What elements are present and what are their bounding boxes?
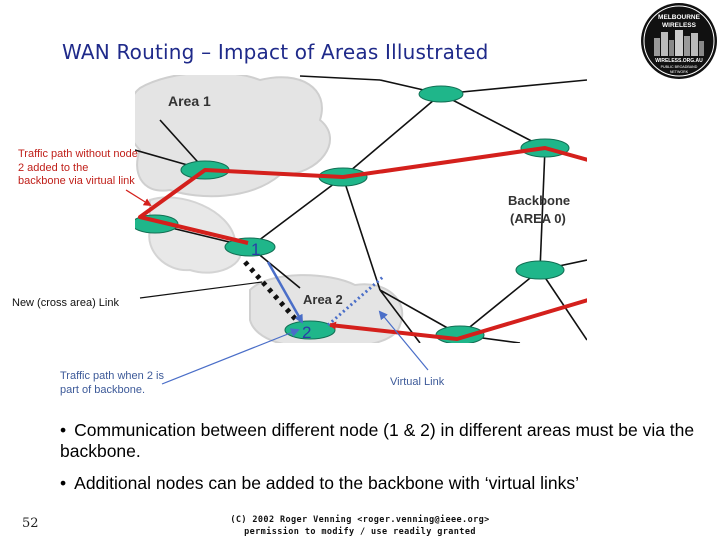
annotation-traffic-without: Traffic path without node 2 added to the… <box>18 148 138 187</box>
backbone-area-label: (AREA 0) <box>510 211 566 226</box>
footer-line-2: permission to modify / use readily grant… <box>244 527 476 537</box>
callout-cross-area-link <box>139 281 263 299</box>
area-1-label: Area 1 <box>168 93 211 109</box>
node-1-label: 1 <box>251 240 260 259</box>
copyright-footer: (C) 2002 Roger Venning <roger.venning@ie… <box>195 514 525 538</box>
svg-text:WIRELESS.ORG.AU: WIRELESS.ORG.AU <box>655 58 703 64</box>
red-traffic-path <box>138 146 587 245</box>
bullet-list: Communication between different node (1 … <box>60 420 700 505</box>
svg-text:MELBOURNE: MELBOURNE <box>658 14 701 21</box>
backbone-label: Backbone <box>508 193 570 208</box>
svg-text:WIRELESS: WIRELESS <box>662 22 697 29</box>
annotation-cross-area-link: New (cross area) Link <box>12 297 119 309</box>
cross-area-link <box>243 260 300 324</box>
melbourne-wireless-logo: MELBOURNE WIRELESS WIRELESS.ORG.AU PUBLI… <box>641 3 717 79</box>
bullet-item: Communication between different node (1 … <box>60 420 700 462</box>
callout-traffic-when <box>161 328 300 385</box>
node-2-label: 2 <box>302 323 311 342</box>
router-node <box>515 260 565 280</box>
page-number: 52 <box>22 516 39 531</box>
red-traffic-path-return <box>328 298 587 341</box>
area-2-label: Area 2 <box>303 292 343 307</box>
annotation-virtual-link: Virtual Link <box>390 376 445 388</box>
slide-title: WAN Routing – Impact of Areas Illustrate… <box>62 40 489 64</box>
svg-text:PUBLIC BROADBAND: PUBLIC BROADBAND <box>661 65 698 69</box>
bullet-item: Additional nodes can be added to the bac… <box>60 473 700 494</box>
callout-virtual-link <box>378 310 429 371</box>
annotation-traffic-when: Traffic path when 2 is part of backbone. <box>60 370 164 396</box>
traffic-path-arrow <box>266 261 304 324</box>
router-node <box>418 85 464 103</box>
callout-traffic-without <box>125 189 152 207</box>
svg-text:NETWORK: NETWORK <box>670 70 689 74</box>
footer-line-1: (C) 2002 Roger Venning <roger.venning@ie… <box>230 515 490 525</box>
